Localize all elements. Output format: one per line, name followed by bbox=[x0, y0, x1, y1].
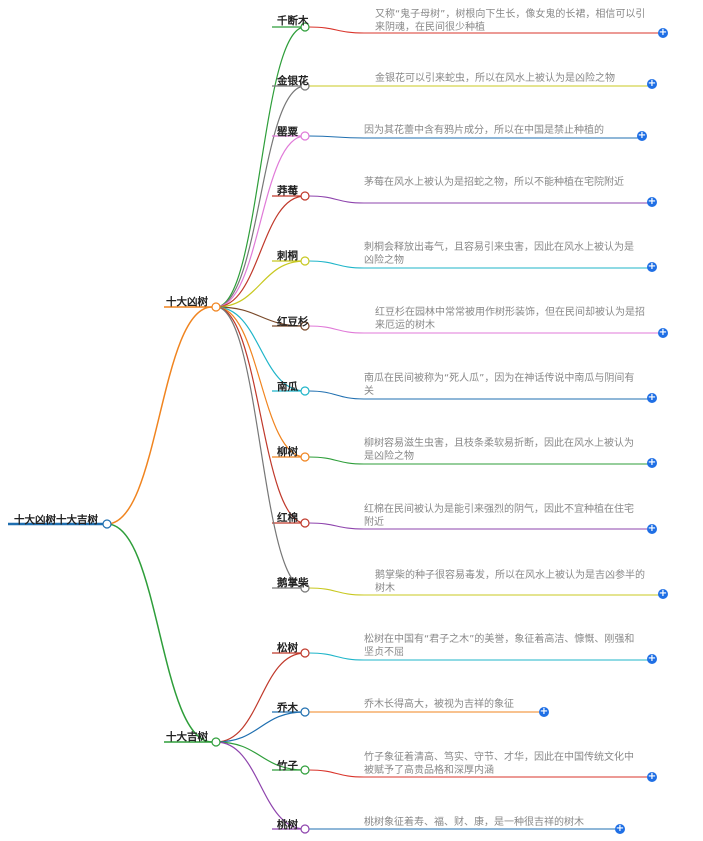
leaf-label[interactable]: 桃树 bbox=[277, 819, 298, 831]
leaf-desc-connector bbox=[308, 325, 365, 334]
leaf-label[interactable]: 松树 bbox=[277, 642, 298, 654]
expand-plus-icon[interactable]: + bbox=[539, 706, 549, 717]
branch-leaf-connector bbox=[215, 741, 306, 830]
branch-leaf-connector bbox=[215, 711, 306, 743]
expand-plus-icon[interactable]: + bbox=[637, 130, 647, 141]
leaf-label[interactable]: 红棉 bbox=[277, 512, 298, 524]
branch-node-dot bbox=[211, 302, 221, 312]
expand-plus-icon[interactable]: + bbox=[647, 653, 657, 664]
leaf-description: 又称“鬼子母树”，树根向下生长，像女鬼的长裙，相信可以引来阴魂，在民间很少种植 bbox=[375, 9, 646, 33]
leaf-description: 乔木长得高大，被视为吉祥的象征 bbox=[364, 699, 514, 710]
leaf-node-dot bbox=[300, 824, 310, 834]
leaf-node-dot bbox=[300, 518, 310, 528]
branch-label-bad[interactable]: 十大凶树 bbox=[166, 296, 208, 308]
leaf-node-dot bbox=[300, 386, 310, 396]
leaf-description: 鹅掌柴的种子很容易毒发，所以在风水上被认为是吉凶参半的树木 bbox=[375, 570, 645, 594]
leaf-description: 红豆杉在园林中常常被用作树形装饰，但在民间却被认为是招来厄运的树木 bbox=[375, 307, 645, 331]
expand-plus-icon[interactable]: + bbox=[647, 523, 657, 534]
leaf-node-dot bbox=[300, 131, 310, 141]
leaf-desc-connector bbox=[308, 260, 365, 269]
leaf-label[interactable]: 刺桐 bbox=[277, 250, 298, 262]
expand-plus-icon[interactable]: + bbox=[647, 196, 657, 207]
leaf-desc-connector bbox=[308, 587, 365, 596]
leaf-description: 竹子象征着清高、笃实、守节、才华，因此在中国传统文化中被赋予了高贵品格和深厚内涵 bbox=[364, 752, 634, 776]
leaf-desc-connector bbox=[308, 652, 365, 661]
expand-plus-icon[interactable]: + bbox=[647, 457, 657, 468]
branch-node-dot bbox=[211, 737, 221, 747]
leaf-label[interactable]: 金银花 bbox=[277, 75, 309, 87]
leaf-desc-connector bbox=[308, 135, 365, 139]
leaf-desc-connector bbox=[308, 195, 365, 204]
leaf-node-dot bbox=[300, 583, 310, 593]
root-node-dot bbox=[102, 519, 112, 529]
leaf-description: 因为其花蕾中含有鸦片成分，所以在中国是禁止种植的 bbox=[364, 125, 604, 136]
leaf-label[interactable]: 红豆杉 bbox=[277, 316, 309, 328]
branch-leaf-connector bbox=[215, 135, 306, 308]
leaf-description: 南瓜在民间被称为“死人瓜”，因为在神话传说中南瓜与阴间有关 bbox=[364, 373, 635, 397]
leaf-node-dot bbox=[300, 22, 310, 32]
expand-plus-icon[interactable]: + bbox=[647, 78, 657, 89]
leaf-desc-connector bbox=[308, 769, 365, 778]
expand-plus-icon[interactable]: + bbox=[658, 327, 668, 338]
leaf-description: 刺桐会释放出毒气，且容易引来虫害，因此在风水上被认为是凶险之物 bbox=[364, 242, 634, 266]
leaf-node-dot bbox=[300, 256, 310, 266]
branch-leaf-connector bbox=[215, 306, 306, 589]
leaf-description: 金银花可以引来蛇虫，所以在风水上被认为是凶险之物 bbox=[375, 73, 615, 84]
branch-leaf-connector bbox=[215, 195, 306, 308]
leaf-node-dot bbox=[300, 707, 310, 717]
expand-plus-icon[interactable]: + bbox=[615, 823, 625, 834]
branch-leaf-connector bbox=[215, 306, 306, 392]
branch-leaf-connector bbox=[215, 741, 306, 771]
leaf-desc-connector bbox=[308, 26, 365, 34]
leaf-node-dot bbox=[300, 648, 310, 658]
leaf-label[interactable]: 南瓜 bbox=[277, 381, 298, 393]
leaf-label[interactable]: 柳树 bbox=[277, 446, 298, 458]
branch-leaf-connector bbox=[215, 652, 306, 743]
leaf-node-dot bbox=[300, 191, 310, 201]
root-branch-connector bbox=[106, 523, 213, 743]
root-branch-connector bbox=[106, 306, 213, 525]
branch-leaf-connector bbox=[215, 85, 306, 308]
leaf-desc-connector bbox=[308, 456, 365, 465]
leaf-node-dot bbox=[300, 321, 310, 331]
expand-plus-icon[interactable]: + bbox=[647, 261, 657, 272]
leaf-label[interactable]: 鹅掌柴 bbox=[277, 577, 309, 589]
leaf-desc-connector bbox=[308, 522, 365, 530]
expand-plus-icon[interactable]: + bbox=[658, 588, 668, 599]
expand-plus-icon[interactable]: + bbox=[658, 27, 668, 38]
leaf-description: 桃树象征着寿、福、财、康，是一种很吉祥的树木 bbox=[364, 817, 584, 828]
leaf-label[interactable]: 乔木 bbox=[277, 702, 298, 714]
leaf-description: 松树在中国有“君子之木”的美誉，象征着高洁、慷慨、刚强和坚贞不屈 bbox=[364, 634, 635, 658]
expand-plus-icon[interactable]: + bbox=[647, 771, 657, 782]
leaf-description: 柳树容易滋生虫害，且枝条柔软易折断，因此在风水上被认为是凶险之物 bbox=[364, 438, 634, 462]
root-node-label[interactable]: 十大凶树十大吉树 bbox=[14, 514, 98, 526]
leaf-description: 红棉在民间被认为是能引来强烈的阴气，因此不宜种植在住宅附近 bbox=[364, 504, 634, 528]
leaf-node-dot bbox=[300, 765, 310, 775]
leaf-label[interactable]: 莽莓 bbox=[277, 185, 298, 197]
branch-leaf-connector bbox=[215, 306, 306, 458]
expand-plus-icon[interactable]: + bbox=[647, 392, 657, 403]
leaf-desc-connector bbox=[308, 390, 365, 400]
leaf-description: 茅莓在风水上被认为是招蛇之物，所以不能种植在宅院附近 bbox=[364, 177, 624, 188]
leaf-label[interactable]: 罂粟 bbox=[277, 126, 298, 138]
branch-leaf-connector bbox=[215, 306, 306, 524]
branch-label-good[interactable]: 十大吉树 bbox=[166, 731, 208, 743]
leaf-label[interactable]: 竹子 bbox=[277, 760, 298, 772]
branch-leaf-connector bbox=[215, 26, 306, 308]
leaf-node-dot bbox=[300, 81, 310, 91]
leaf-node-dot bbox=[300, 452, 310, 462]
branch-leaf-connector bbox=[215, 306, 306, 327]
branch-leaf-connector bbox=[215, 260, 306, 308]
leaf-label[interactable]: 千断木 bbox=[277, 15, 309, 27]
